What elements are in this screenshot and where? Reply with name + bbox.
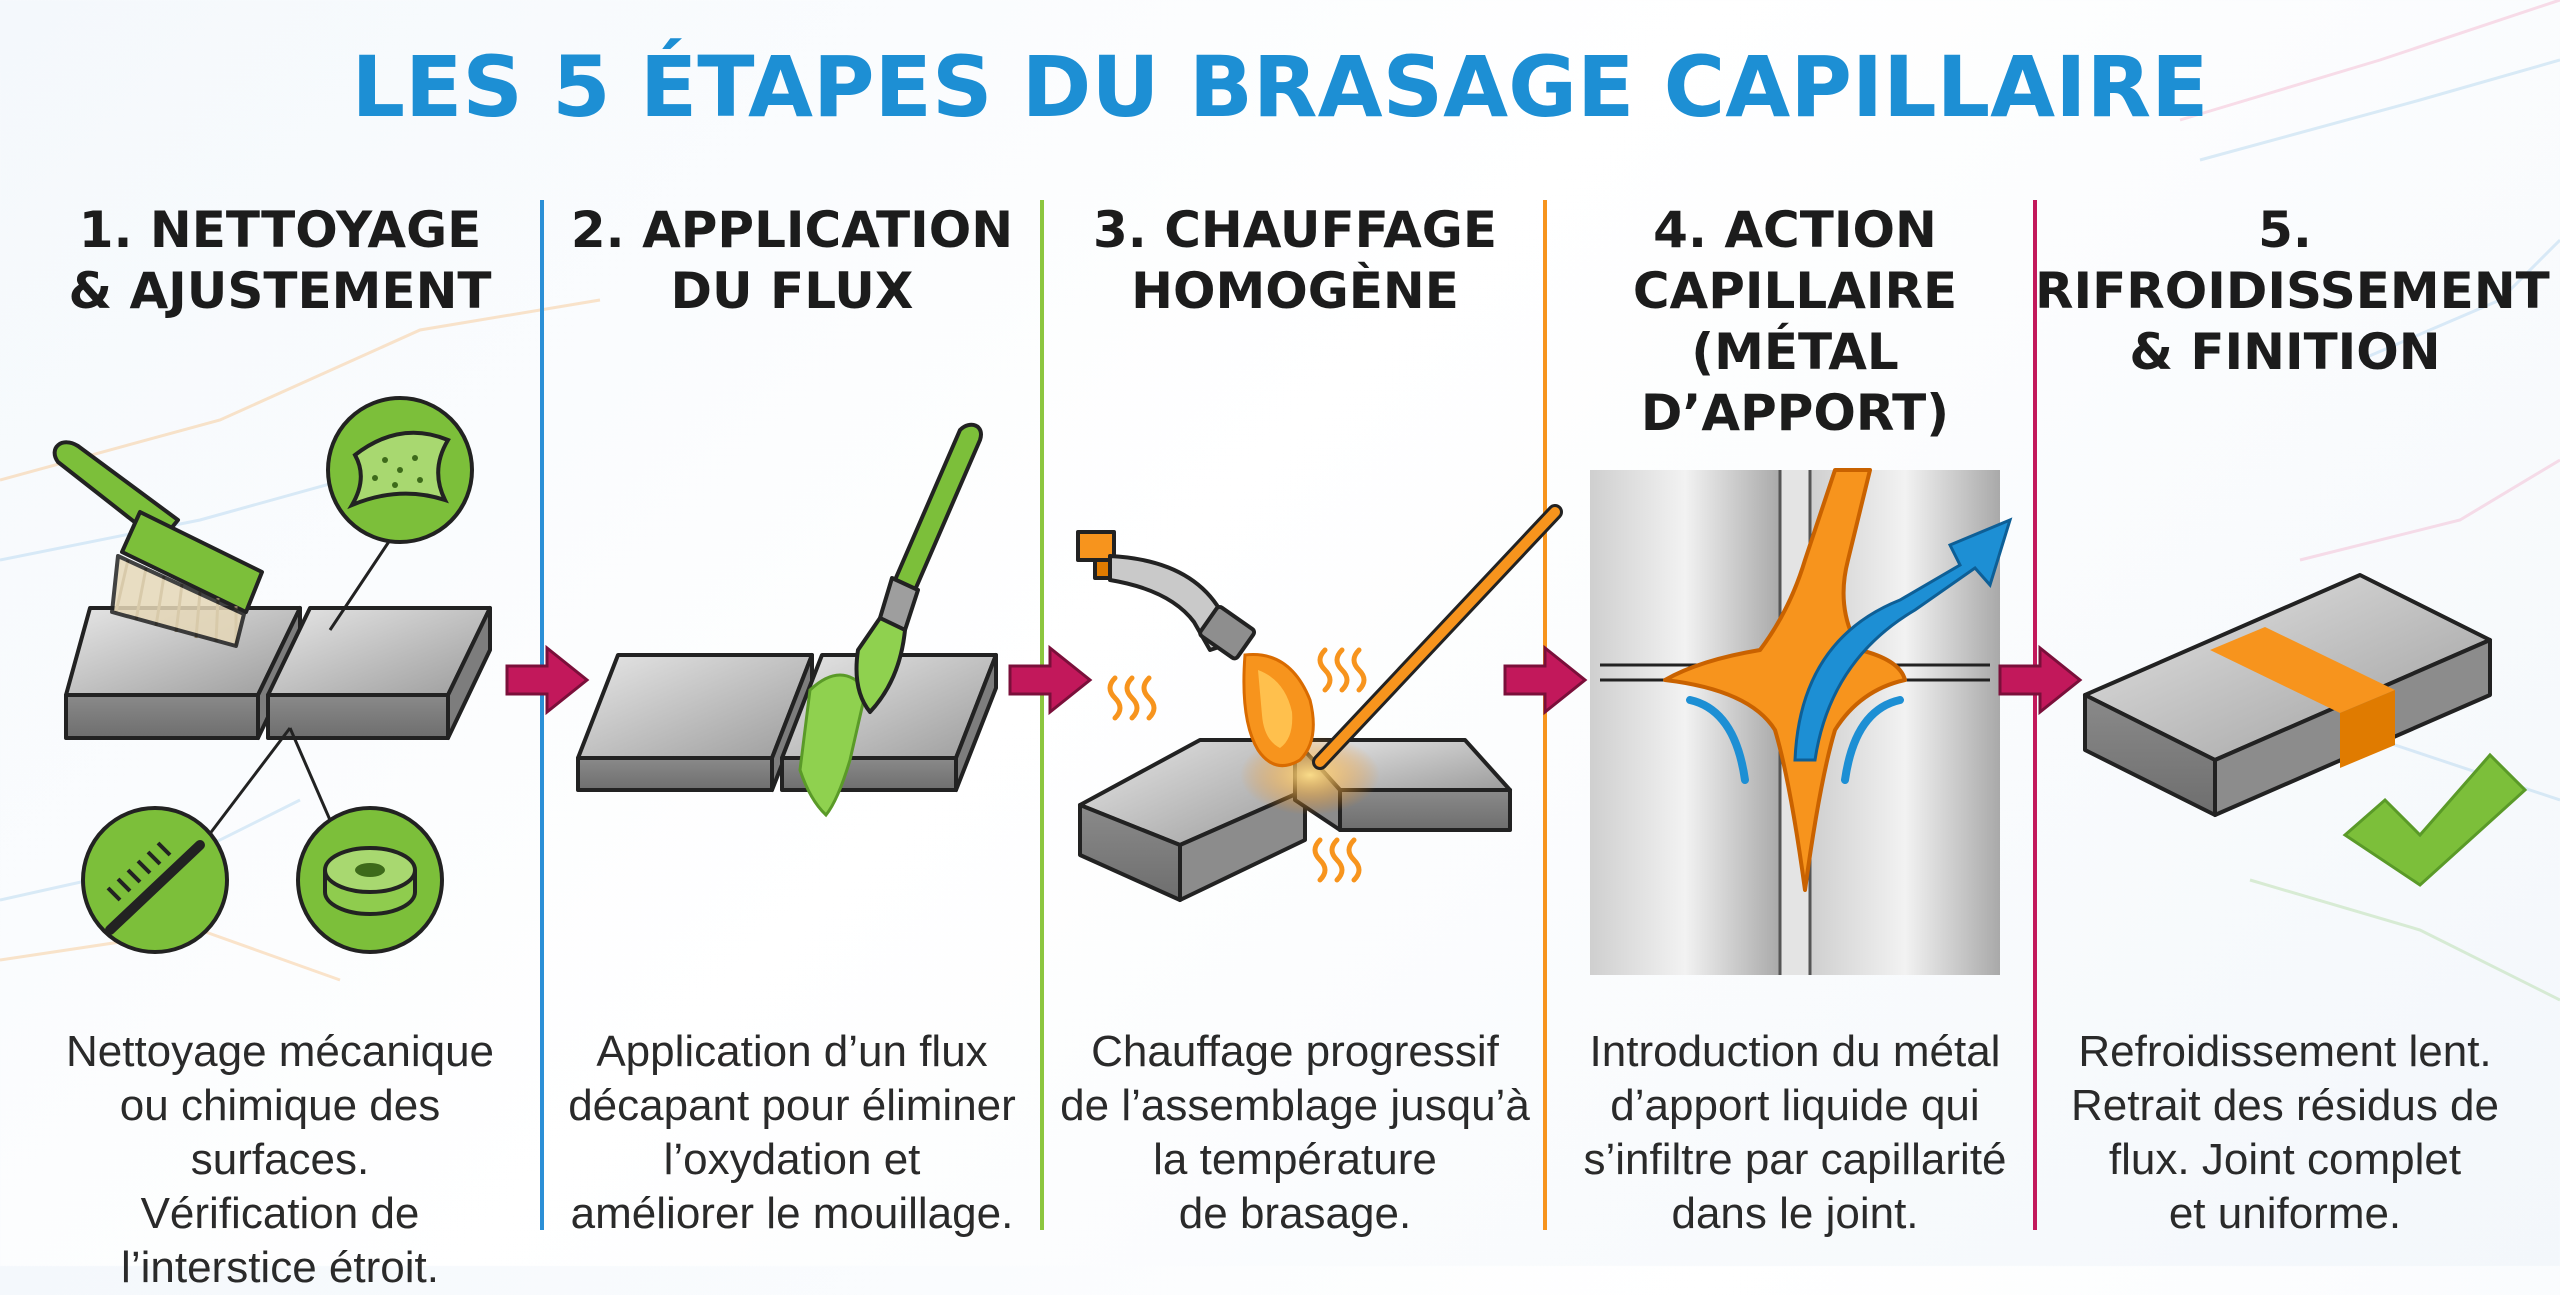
arrow-step-2-3 [1008,644,1093,716]
flow-arrow-icon [1686,517,2013,784]
step-5: 5. RIFROIDISSEMENT & FINITION Refroidiss… [2035,0,2550,1266]
step-1-description: Nettoyage mécanique ou chimique des surf… [65,1027,495,1292]
brush-icon [52,440,264,648]
divider-4 [2033,200,2037,1230]
page-title: LES 5 ÉTAPES DU BRASAGE CAPILLAIRE [351,38,2209,136]
filler-flow-icon [1663,468,1907,892]
wire-brush-icon [81,806,229,954]
divider-3 [1543,200,1547,1230]
step-5-heading: 5. RIFROIDISSEMENT & FINITION [2035,201,2550,381]
step-4-heading: 4. ACTION CAPILLAIRE (MÉTAL D’APPORT) [1632,201,1958,442]
abrasive-pad-icon [326,396,474,544]
torch-icon [1076,530,1257,661]
divider-1 [540,200,544,1230]
step-5-description: Refroidissement lent. Retrait des résidu… [2071,1027,2499,1238]
paint-brush-icon [854,422,983,714]
abrasive-roll-icon [296,806,444,954]
step-3: 3. CHAUFFAGE HOMOGÈNE Chauffage progress… [1045,0,1545,1266]
step-2-heading: 2. APPLICATION DU FLUX [570,201,1014,320]
step-2-description: Application d’un flux décapant pour élim… [568,1027,1016,1238]
step-4: 4. ACTION CAPILLAIRE (MÉTAL D’APPORT) In… [1545,0,2045,1266]
checkmark-icon [2342,752,2528,887]
step-4-description: Introduction du métal d’apport liquide q… [1583,1027,2007,1238]
step-1-plates [64,606,492,740]
step-2: 2. APPLICATION DU FLUX Application d’un … [542,0,1042,1266]
divider-2 [1040,200,1044,1230]
arrow-step-1-2 [505,644,590,716]
flux-coating [798,673,868,818]
step-1-heading: 1. NETTOYAGE & AJUSTEMENT [68,201,492,320]
step-1: 1. NETTOYAGE & AJUSTEMENT Nettoyage méca… [30,0,530,1292]
brazed-joint-icon [2083,573,2492,817]
background-lines [0,0,2560,1002]
arrow-step-4-5 [1998,644,2083,716]
filler-rod-icon [1312,504,1563,770]
arrow-step-3-4 [1503,644,1588,716]
step-3-heading: 3. CHAUFFAGE HOMOGÈNE [1093,201,1497,320]
heat-wave-icon [1107,647,1367,883]
step-3-description: Chauffage progressif de l’assemblage jus… [1060,1027,1530,1238]
step-2-plates [576,653,998,792]
illustrations [52,396,2528,975]
